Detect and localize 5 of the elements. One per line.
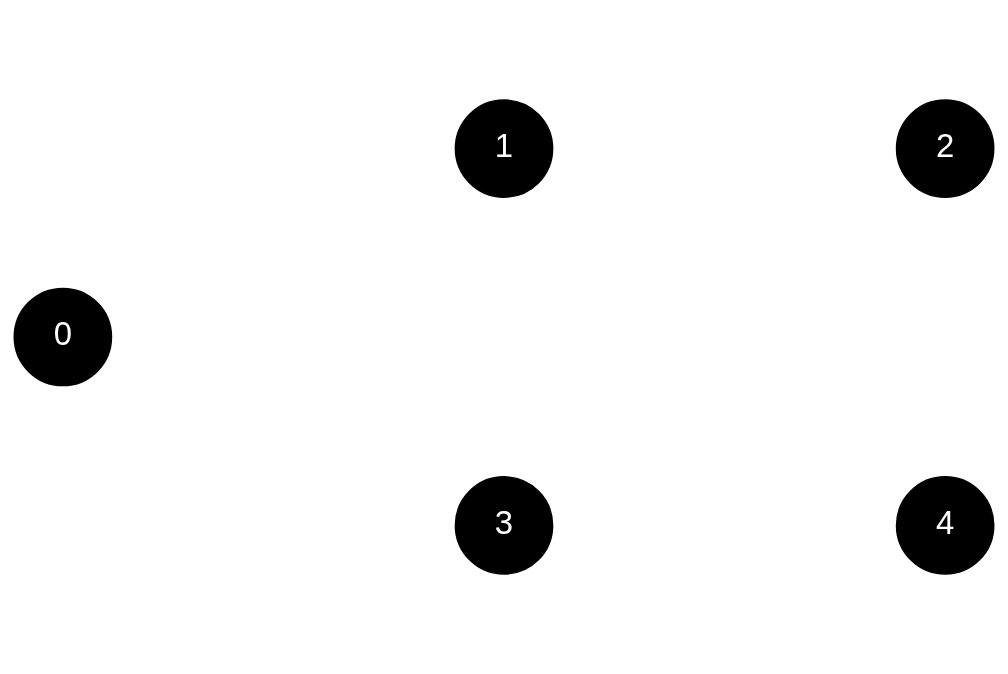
node-circle: 2 xyxy=(895,99,995,198)
node-circle: 3 xyxy=(454,476,554,575)
node-circle: 1 xyxy=(454,99,554,198)
node-circle: 0 xyxy=(13,287,113,387)
node-circle: 4 xyxy=(895,476,995,575)
